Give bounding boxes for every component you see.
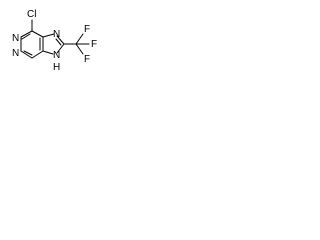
bond-c2-n3 xyxy=(20,50,33,59)
fluorine-top-label: F xyxy=(84,24,90,35)
bond-c8-n9 xyxy=(56,43,65,54)
bond-c5-c6 xyxy=(31,30,44,38)
chlorine-label: Cl xyxy=(27,9,36,20)
bond-n7-c8 xyxy=(56,35,65,45)
molecule-diagram: Cl N N N N H F F F xyxy=(12,9,97,73)
fluorine-right-label: F xyxy=(91,39,97,50)
imidazole-nh-label: N xyxy=(53,50,60,61)
bond-c5-n7 xyxy=(42,33,55,38)
bond-c2-n3-double xyxy=(23,50,33,56)
ring-nitrogen-left-label: N xyxy=(12,48,19,59)
chemical-structure-canvas: Cl N N N N H F F F xyxy=(0,0,110,81)
imidazole-nh-hydrogen-label: H xyxy=(53,62,60,73)
bond-cf3-f-bottom xyxy=(75,43,84,55)
bond-group xyxy=(20,19,90,59)
ring-nitrogen-top-label: N xyxy=(12,33,19,44)
fluorine-bottom-label: F xyxy=(84,54,90,65)
imidazole-nitrogen-top-label: N xyxy=(53,29,60,40)
bond-c6-n1 xyxy=(20,30,33,38)
bond-c6-n1-double xyxy=(21,33,31,40)
bond-n3-c4 xyxy=(31,50,44,59)
bond-n7-c8-double xyxy=(55,38,62,46)
bond-n9-c4 xyxy=(42,50,54,55)
bond-cf3-f-top xyxy=(75,33,84,45)
